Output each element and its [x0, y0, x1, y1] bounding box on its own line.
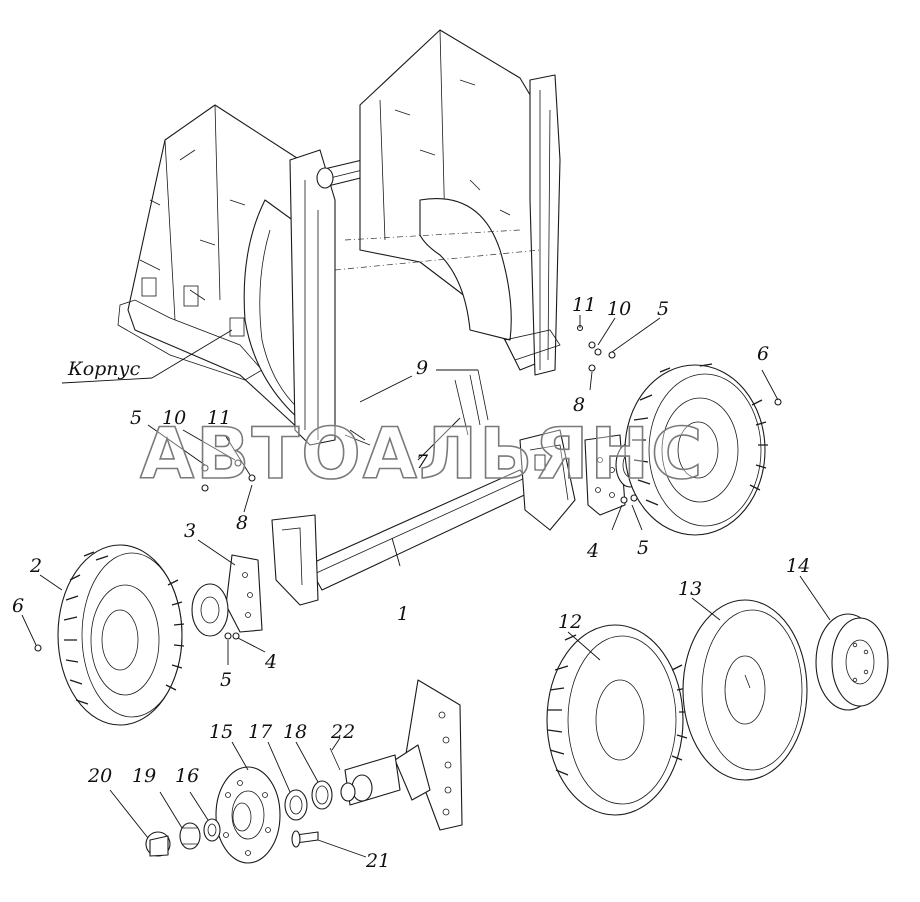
callout-2: 2	[29, 555, 42, 577]
callout-19: 19	[132, 765, 156, 787]
callout-3: 3	[184, 520, 196, 542]
callout-21: 21	[365, 850, 390, 872]
tube-13	[682, 599, 808, 781]
callout-17: 17	[248, 721, 273, 743]
wheel-left	[57, 544, 185, 726]
callout-1: 1	[397, 603, 409, 625]
callout-4-right: 4	[586, 540, 599, 562]
callout-18: 18	[283, 721, 307, 743]
left-knuckle	[191, 554, 263, 637]
callout-22: 22	[330, 721, 355, 743]
callout-7: 7	[416, 451, 429, 473]
callout-13: 13	[678, 578, 702, 600]
leader-lines	[21, 315, 831, 858]
callout-5-left-lower: 5	[220, 669, 232, 691]
body-label: Корпус	[67, 358, 141, 380]
callout-6-right: 6	[757, 343, 769, 365]
callout-10-left: 10	[162, 407, 186, 429]
callout-5-right-lower: 5	[637, 537, 649, 559]
callout-9: 9	[416, 357, 428, 379]
callout-11-left: 11	[207, 407, 231, 429]
labels: Корпус 1 2 3 4 4 5 5 5 5 6 6 7 8 8 9 10 …	[12, 294, 810, 872]
hardware-bolts	[34, 324, 782, 652]
callout-15: 15	[209, 721, 233, 743]
callout-6-left: 6	[12, 595, 24, 617]
axle-beam	[271, 429, 576, 606]
body-frame	[117, 29, 561, 446]
callout-11-right: 11	[572, 294, 596, 316]
callout-12: 12	[558, 611, 582, 633]
callout-10-right: 10	[607, 298, 631, 320]
callout-14: 14	[786, 555, 810, 577]
hub-assembly-detail	[145, 679, 463, 864]
callout-5-left-upper: 5	[130, 407, 142, 429]
tire-12	[546, 624, 689, 816]
callout-4-left: 4	[264, 651, 277, 673]
callout-8-left: 8	[236, 512, 248, 534]
watermark-logo: АВТОАЛЬЯНС	[140, 413, 704, 495]
rim-14	[815, 613, 889, 711]
wheel-right	[624, 363, 768, 536]
callout-8-right: 8	[573, 394, 585, 416]
callout-16: 16	[175, 765, 199, 787]
callout-20: 20	[87, 765, 112, 787]
callout-5-right-upper: 5	[657, 298, 669, 320]
